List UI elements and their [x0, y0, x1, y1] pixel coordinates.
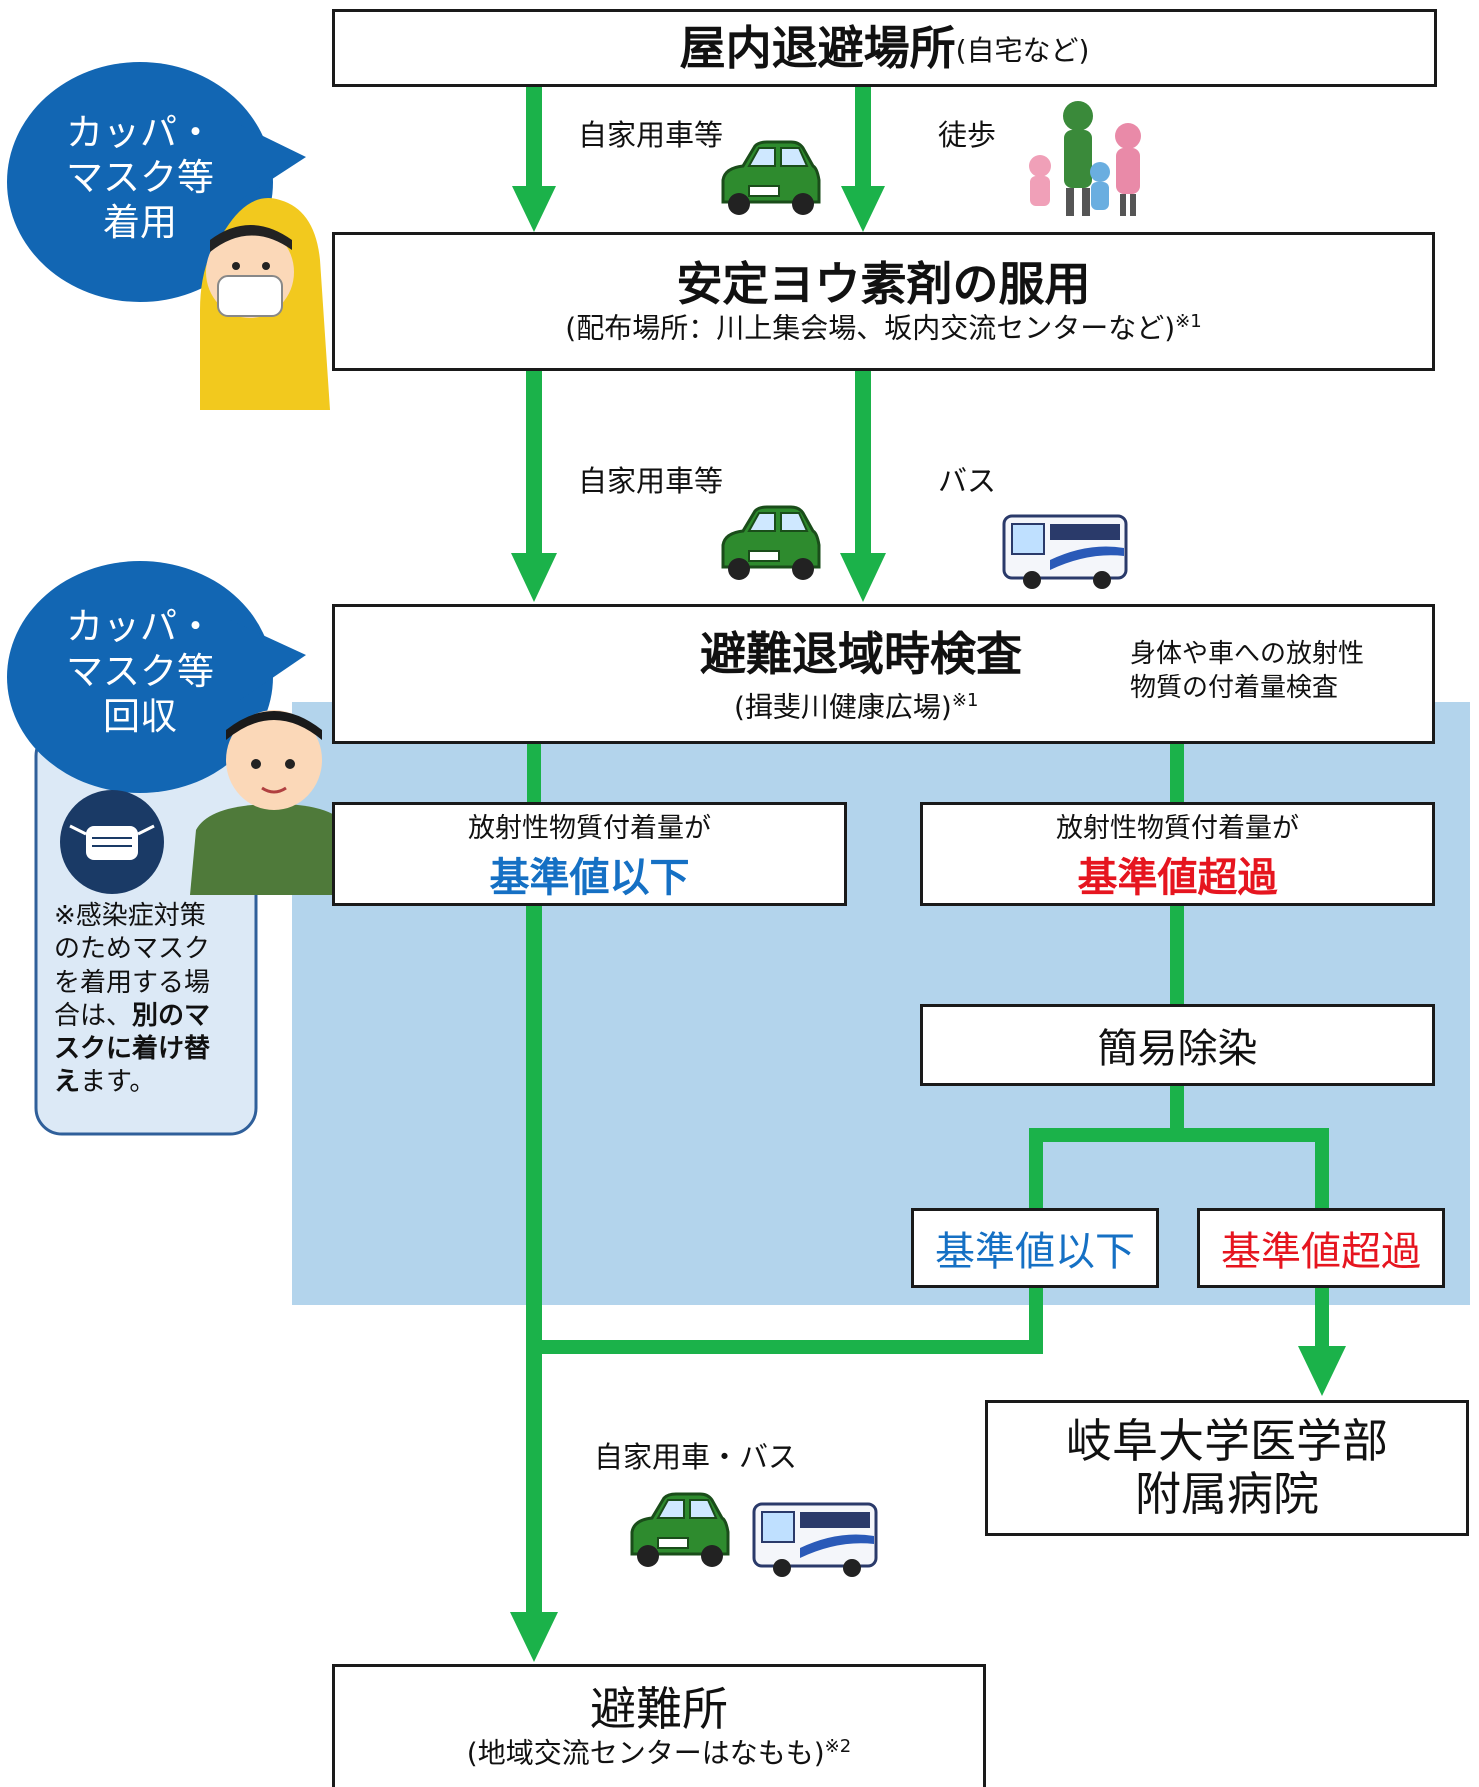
inspection-title: 避難退域時検査 — [700, 627, 1022, 681]
result-high-line1: 放射性物質付着量が — [1056, 812, 1299, 844]
result-low-line2: 基準値以下 — [489, 854, 690, 901]
mask-note: ※感染症対策 のためマスク を着用する場 合は、別のマ スクに着け替 えます。 — [54, 901, 211, 1098]
decon-low-label: 基準値以下 — [935, 1229, 1135, 1275]
decon-high-label: 基準値超過 — [1221, 1229, 1421, 1275]
shelter-footnote-mark: ※2 — [824, 1735, 852, 1757]
decon-label: 簡易除染 — [1097, 1026, 1258, 1072]
car-icon — [721, 505, 821, 580]
hospital-line2: 附属病院 — [1135, 1467, 1319, 1521]
iodine-sub: (配布場所：川上集会場、坂内交流センターなど) — [565, 311, 1176, 345]
inspection-footnote-mark: ※1 — [951, 690, 979, 711]
result-high-line2: 基準値超過 — [1077, 854, 1278, 901]
shelter-box: 避難所 (地域交流センターはなもも)※2 — [332, 1664, 986, 1787]
hospital-box: 岐阜大学医学部 附属病院 — [985, 1400, 1469, 1536]
iodine-box: 安定ヨウ素剤の服用 (配布場所：川上集会場、坂内交流センターなど)※1 — [332, 232, 1435, 371]
transport1-walk-label: 徒歩 — [938, 118, 997, 152]
indoor-shelter-title: 屋内退避場所 — [679, 20, 956, 75]
arrow-walk-1 — [841, 86, 885, 232]
inspection-sub: (揖斐川健康広場) — [734, 690, 952, 724]
decon-box: 簡易除染 — [920, 1004, 1435, 1086]
speech-bubble-wear — [7, 62, 306, 302]
mask-icon — [60, 790, 164, 894]
arrow-to-hospital — [1298, 1288, 1346, 1396]
result-low-box: 放射性物質付着量が 基準値以下 — [332, 802, 847, 906]
jacket-person-icon — [190, 710, 358, 895]
walking-family-icon — [1029, 101, 1141, 216]
arrow-to-shelter — [510, 906, 558, 1662]
indoor-shelter-note: (自宅など) — [955, 34, 1090, 68]
indoor-shelter-box: 屋内退避場所 (自宅など) — [332, 9, 1437, 87]
merge-line — [534, 1288, 1043, 1354]
inspection-box — [332, 604, 1435, 744]
iodine-title: 安定ヨウ素剤の服用 — [676, 257, 1091, 312]
transport1-car-label: 自家用車等 — [578, 118, 724, 152]
car-icon — [721, 140, 821, 215]
bus-icon — [752, 1502, 878, 1577]
shelter-title: 避難所 — [590, 1682, 728, 1736]
iodine-footnote-mark: ※1 — [1175, 310, 1202, 332]
result-high-box: 放射性物質付着量が 基準値超過 — [920, 802, 1435, 906]
speech-bubble-collect — [7, 561, 306, 793]
inspection-desc: 身体や車への放射性 物質の付着量検査 — [1130, 639, 1365, 703]
transport2-bus-label: バス — [938, 464, 997, 498]
bubble-collect-text: カッパ・ マスク等 回収 — [66, 605, 214, 739]
decon-split-lines — [1029, 1086, 1329, 1208]
raincoat-person-icon — [200, 198, 330, 410]
transport2-car-label: 自家用車等 — [578, 464, 724, 498]
line-to-high-result — [1170, 744, 1184, 802]
arrow-car-2 — [511, 371, 557, 602]
hospital-line1: 岐阜大学医学部 — [1066, 1414, 1388, 1469]
transport3-label: 自家用車・バス — [594, 1440, 798, 1474]
arrow-car-1 — [512, 86, 556, 232]
decon-high-box: 基準値超過 — [1197, 1208, 1445, 1288]
shelter-sub: (地域交流センターはなもも) — [466, 1736, 825, 1770]
decon-low-box: 基準値以下 — [911, 1208, 1159, 1288]
arrow-bus-2 — [840, 371, 886, 602]
bubble-wear-text: カッパ・ マスク等 着用 — [66, 111, 214, 245]
car-icon — [630, 1492, 730, 1567]
line-to-low-result — [527, 744, 541, 802]
bus-icon — [1002, 514, 1128, 589]
result-low-line1: 放射性物質付着量が — [468, 812, 711, 844]
line-to-decon — [1170, 906, 1184, 1004]
